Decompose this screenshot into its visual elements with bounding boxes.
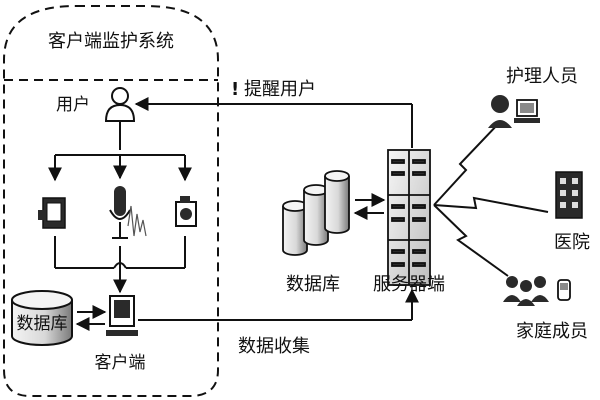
- client-database-icon: [11, 290, 73, 346]
- server-label: 服务器端: [373, 274, 445, 295]
- db-server-arrows: [353, 193, 386, 220]
- alert-user-label: 提醒用户: [244, 79, 316, 100]
- nurse-computer-icon: [488, 95, 540, 128]
- server-database-label: 数据库: [286, 274, 340, 295]
- client-database-label: 数据库: [17, 314, 68, 334]
- client-system-title: 客户端监护系统: [48, 31, 174, 52]
- microphone-icon: [109, 186, 147, 239]
- data-collect-arrow: [138, 288, 419, 321]
- server-database-icon: [282, 170, 350, 256]
- client-system-boundary: [3, 5, 219, 397]
- nurse-label: 护理人员: [506, 66, 578, 87]
- hospital-label: 医院: [554, 232, 590, 253]
- client-label: 客户端: [95, 353, 146, 373]
- family-group-icon: [503, 276, 571, 306]
- data-collect-label: 数据收集: [238, 336, 310, 357]
- wireless-link-icon: [433, 121, 549, 277]
- db-client-arrows: [75, 305, 107, 331]
- server-rack-icon: [387, 149, 431, 286]
- camera-icon: [175, 196, 197, 227]
- family-label: 家庭成员: [516, 321, 588, 342]
- camera-icon: [38, 197, 66, 229]
- hospital-building-icon: [555, 171, 583, 219]
- alert-icon: !: [231, 79, 239, 100]
- user-icon: [104, 87, 136, 122]
- computer-icon: [106, 295, 138, 336]
- alert-user-arrow: [134, 97, 413, 148]
- device-connections: [48, 122, 192, 294]
- user-label: 用户: [56, 95, 90, 115]
